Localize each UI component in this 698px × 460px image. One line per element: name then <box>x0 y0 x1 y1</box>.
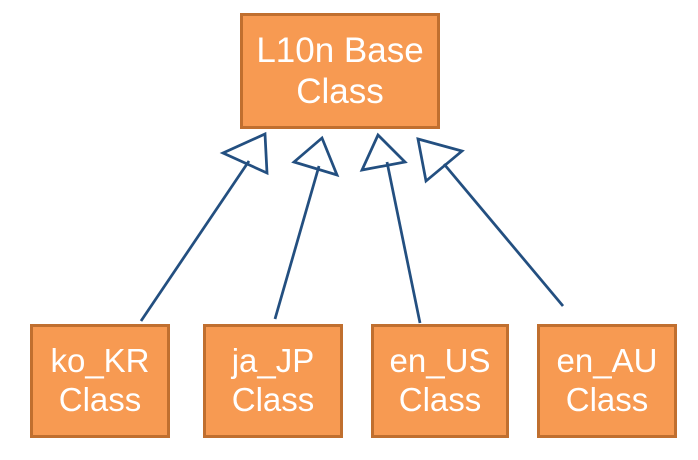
subclass-label-line1: en_AU <box>556 342 658 380</box>
subclass-label-line1: ko_KR <box>50 342 150 380</box>
inheritance-arrow-ko-kr <box>139 131 269 322</box>
base-class-box: L10n Base Class <box>240 13 440 129</box>
subclass-label-line2: Class <box>398 381 482 418</box>
base-class-label-line2: Class <box>296 72 384 111</box>
inheritance-arrow-ja-jp <box>273 135 340 320</box>
hollow-triangle-arrowhead-icon <box>416 137 465 184</box>
base-class-label-line1: L10n Base <box>256 30 424 70</box>
subclass-label-line1: en_US <box>389 342 491 380</box>
hollow-triangle-arrowhead-icon <box>219 131 269 176</box>
subclass-label-line1: ja_JP <box>231 342 315 380</box>
arrow-shaft <box>139 160 251 322</box>
subclass-label-line2: Class <box>58 381 142 418</box>
subclass-label-line2: Class <box>565 381 649 418</box>
subclass-box-ja-jp: ja_JP Class <box>203 324 343 438</box>
subclass-box-en-au: en_AU Class <box>537 324 677 438</box>
inheritance-arrow-en-au <box>416 137 565 307</box>
subclass-label-line2: Class <box>231 381 315 418</box>
subclass-box-en-us: en_US Class <box>371 324 509 438</box>
subclass-box-ko-kr: ko_KR Class <box>30 324 170 438</box>
arrow-shaft <box>442 163 565 307</box>
inheritance-arrow-en-us <box>359 132 422 324</box>
hollow-triangle-arrowhead-icon <box>359 132 408 172</box>
arrow-shaft <box>273 165 321 320</box>
hollow-triangle-arrowhead-icon <box>291 135 340 178</box>
arrow-shaft <box>385 161 422 324</box>
